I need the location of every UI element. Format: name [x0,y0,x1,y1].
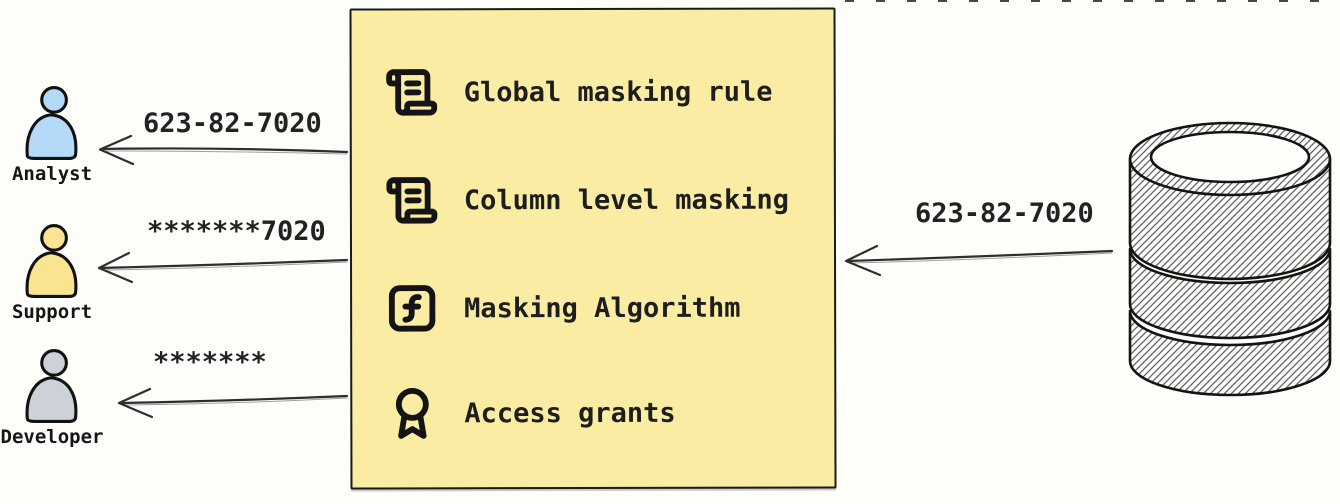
analyst-figure: Analyst [11,86,93,185]
support-value-label: *******7020 [147,216,326,247]
developer-figure: Developer [1,349,103,448]
database-value-label: 623-82-7020 [915,198,1094,229]
arrow-to-developer [117,387,349,419]
scroll-text-icon [385,173,439,227]
support-figure: Support [11,224,93,323]
developer-label: Developer [0,426,104,448]
analyst-label: Analyst [11,163,93,185]
column-level-masking-row: Column level masking [385,172,789,229]
function-square-icon [385,281,439,335]
masking-algorithm-label: Masking Algorithm [464,292,741,324]
global-masking-rule-row: Global masking rule [385,64,773,121]
arrow-to-support [97,251,349,284]
award-icon [385,386,439,440]
analyst-person-icon [25,86,78,160]
support-label: Support [11,301,93,323]
column-level-masking-label: Column level masking [463,184,790,216]
masking-algorithm-row: Masking Algorithm [385,280,741,337]
scroll-text-icon [385,65,439,119]
analyst-value-label: 623-82-7020 [143,108,322,139]
global-masking-rule-label: Global masking rule [463,76,773,108]
support-person-icon [25,224,78,298]
developer-value-label: ******* [153,347,267,378]
developer-person-icon [25,349,78,423]
top-dashed-line [845,0,1340,2]
masking-box: Global masking rule Column level masking [349,7,837,490]
arrow-db-to-box [844,244,1114,277]
database-icon [1128,121,1332,397]
access-grants-label: Access grants [464,397,676,429]
access-grants-row: Access grants [385,385,676,442]
arrow-to-analyst [98,134,349,166]
